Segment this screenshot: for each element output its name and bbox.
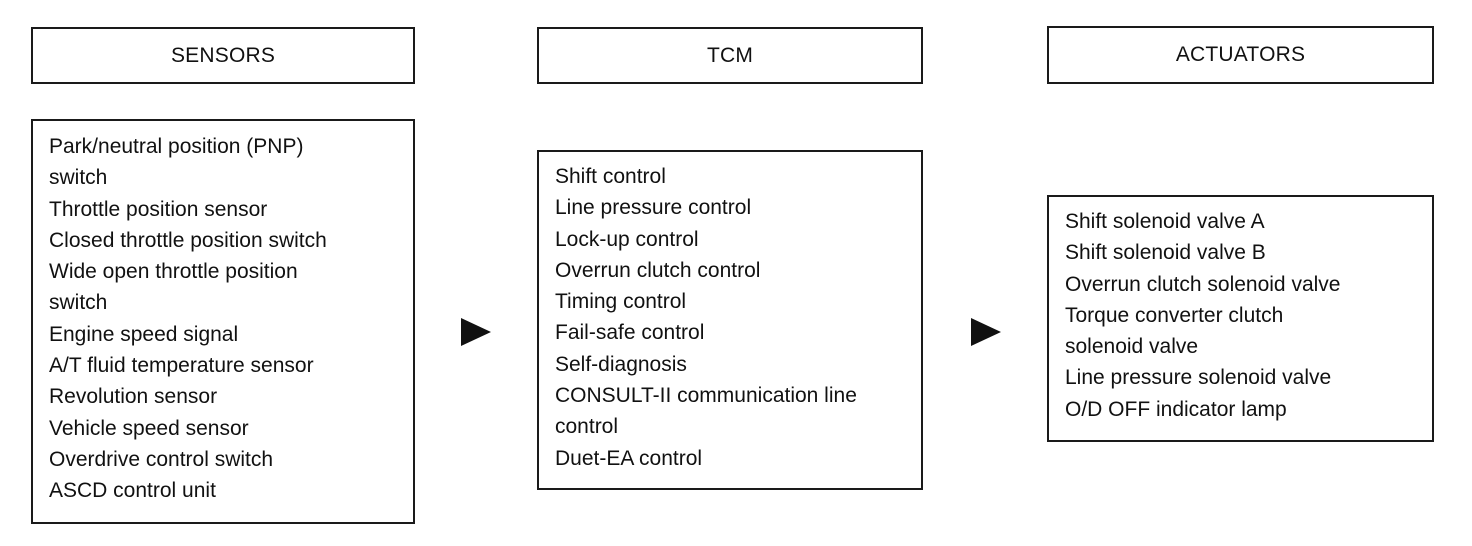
sensor-item: Closed throttle position switch: [49, 228, 327, 252]
tcm-list: Shift control Line pressure control Lock…: [537, 150, 923, 490]
sensor-item: Wide open throttle position switch: [49, 260, 298, 315]
tcm-item: Fail-safe control: [555, 321, 705, 345]
actuator-item: O/D OFF indicator lamp: [1065, 397, 1287, 421]
tcm-item: Overrun clutch control: [555, 258, 761, 282]
sensors-header: SENSORS: [31, 27, 415, 84]
right-arrow-icon: [971, 318, 1001, 346]
sensor-item: ASCD control unit: [49, 479, 216, 503]
sensor-item: Revolution sensor: [49, 385, 218, 409]
actuators-list: Shift solenoid valve A Shift solenoid va…: [1047, 195, 1434, 442]
sensors-title: SENSORS: [170, 43, 276, 67]
sensors-list: Park/neutral position (PNP) switch Throt…: [31, 119, 415, 524]
actuators-header: ACTUATORS: [1047, 26, 1434, 84]
sensor-item: Overdrive control switch: [49, 447, 274, 471]
actuator-item: Shift solenoid valve B: [1065, 241, 1266, 265]
tcm-title: TCM: [706, 43, 754, 67]
tcm-item: Shift control: [555, 165, 666, 188]
sensor-item: Engine speed signal: [49, 322, 239, 346]
actuator-item: Line pressure solenoid valve: [1065, 366, 1332, 390]
right-arrow-icon: [461, 318, 491, 346]
actuator-item: Torque converter clutch solenoid valve: [1065, 303, 1284, 359]
actuators-title: ACTUATORS: [1175, 43, 1306, 66]
actuator-item: Shift solenoid valve A: [1065, 210, 1265, 233]
tcm-item: Timing control: [555, 290, 687, 314]
actuator-item: Overrun clutch solenoid valve: [1065, 272, 1341, 296]
tcm-item: Lock-up control: [555, 227, 699, 251]
tcm-item: Line pressure control: [555, 196, 752, 220]
sensor-item: Park/neutral position (PNP) switch: [49, 135, 304, 190]
sensor-item: A/T fluid temperature sensor: [49, 354, 314, 378]
sensor-item: Vehicle speed sensor: [49, 416, 249, 440]
tcm-header: TCM: [537, 27, 923, 84]
tcm-item: CONSULT-II communication line control: [555, 384, 857, 439]
sensor-item: Throttle position sensor: [49, 197, 268, 221]
tcm-item: Duet-EA control: [555, 446, 703, 470]
tcm-item: Self-diagnosis: [555, 352, 687, 376]
